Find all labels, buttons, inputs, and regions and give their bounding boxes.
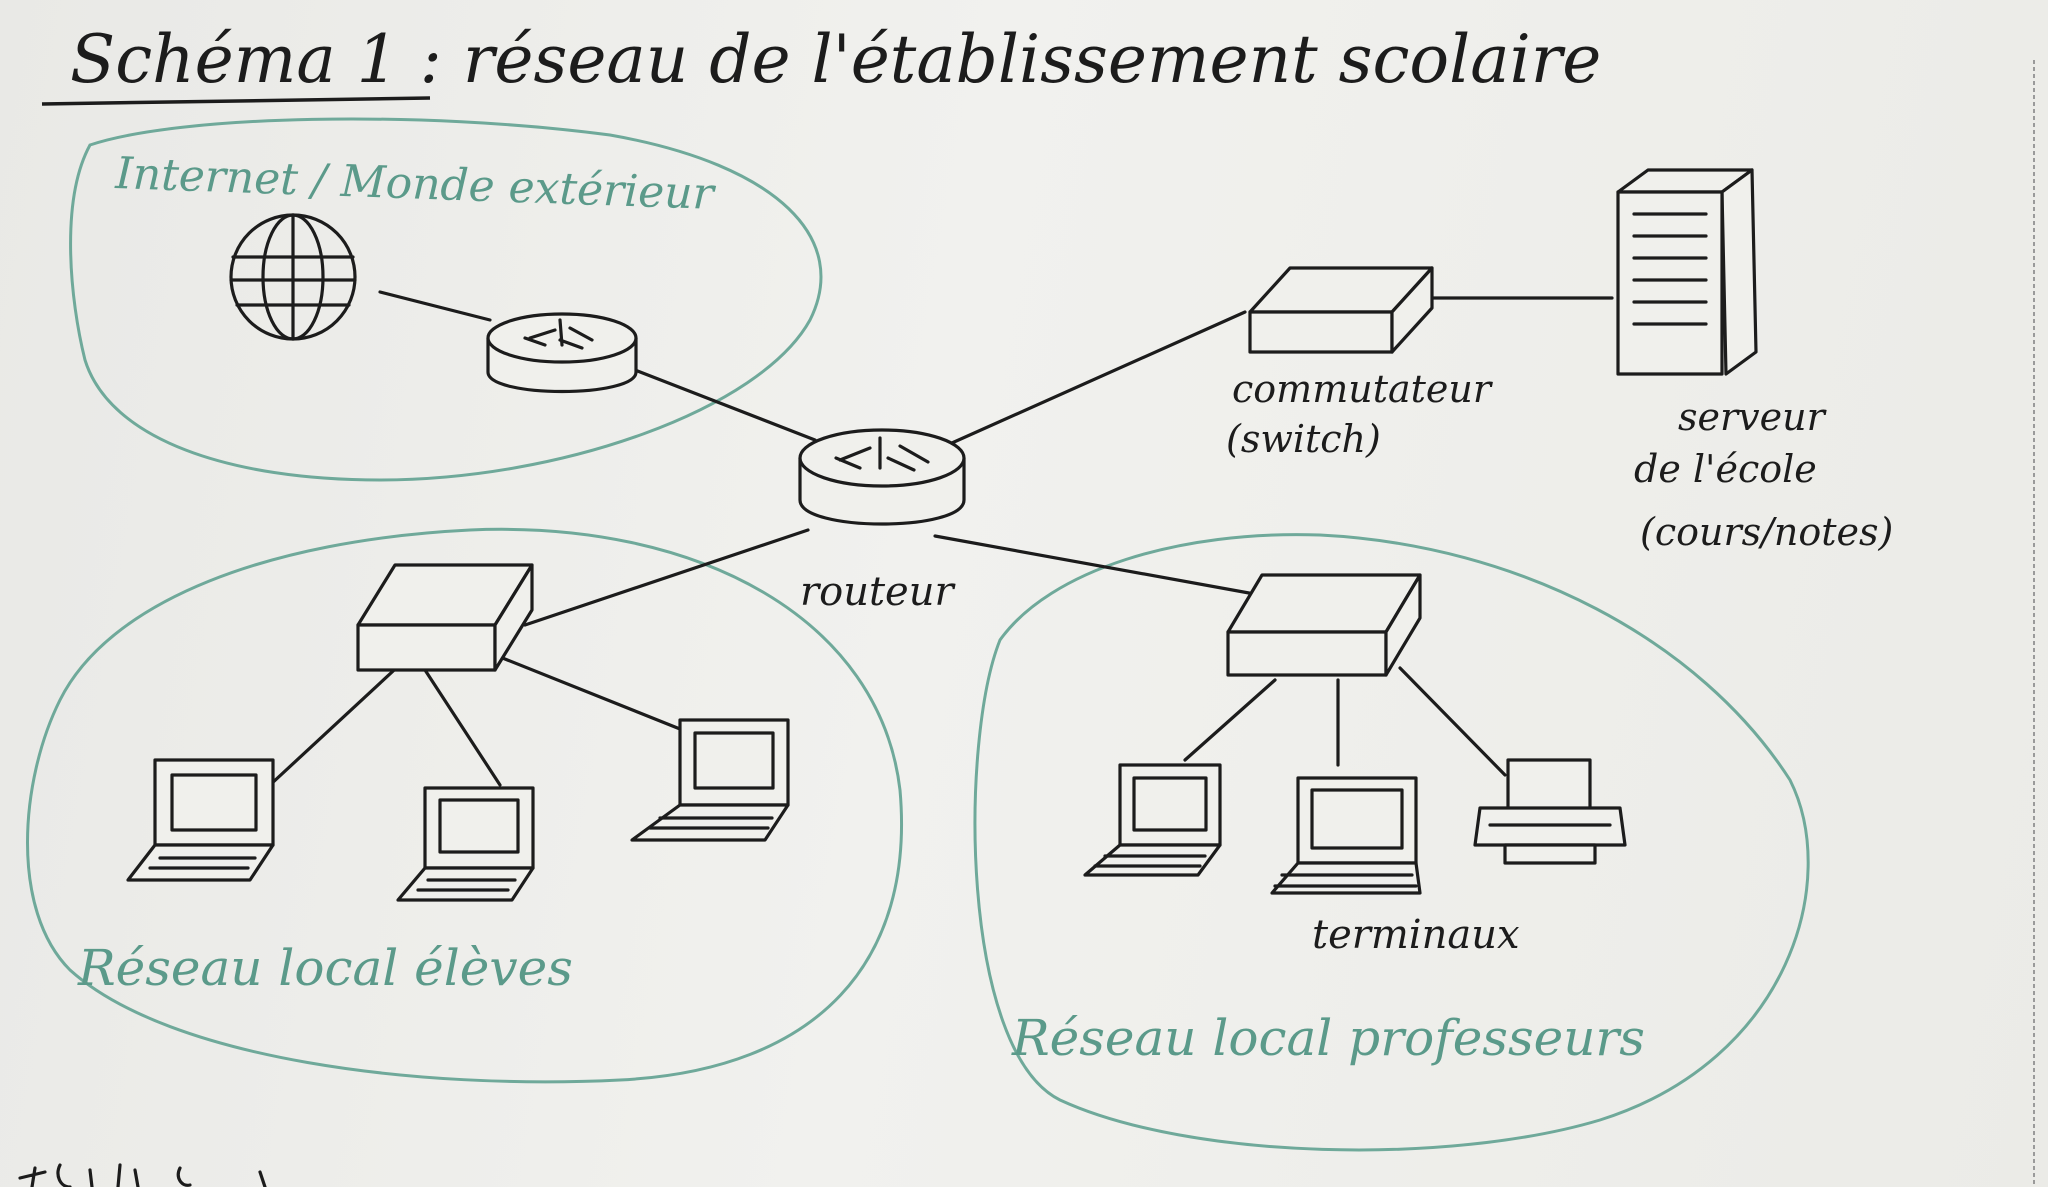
zone-eleves (26, 527, 903, 1084)
internet-router-icon (486, 312, 638, 394)
router-label: routeur (800, 569, 956, 615)
title-underline (41, 96, 431, 106)
zone-professeurs (973, 533, 1810, 1152)
zone-internet-label: Internet / Monde extérieur (114, 148, 718, 220)
switch-label-line2: (switch) (1226, 417, 1381, 461)
students-switch-icon (356, 563, 534, 672)
globe-icon (229, 213, 357, 341)
server-label-line2: de l'école (1634, 447, 1817, 491)
terminals-label: terminaux (1312, 912, 1520, 958)
zone-internet (69, 117, 823, 482)
printer-icon (1473, 758, 1627, 865)
laptop-icon (1083, 763, 1222, 877)
zone-eleves-label: Réseau local élèves (77, 939, 573, 997)
desktop-terminal-icon (1270, 776, 1422, 895)
laptop-icon (396, 786, 535, 902)
central-router-icon (798, 428, 966, 526)
diagram-title: Schéma 1 : réseau de l'établissement sco… (70, 21, 1601, 98)
switch-label-line1: commutateur (1232, 367, 1494, 411)
laptop-icon (630, 718, 790, 842)
server-switch-icon (1248, 266, 1434, 354)
laptop-icon (126, 758, 275, 882)
server-icon (1616, 168, 1758, 376)
teachers-switch-icon (1226, 573, 1422, 677)
zone-professeurs-label: Réseau local professeurs (1011, 1009, 1645, 1067)
connections (268, 290, 1614, 787)
cropped-handwriting-fragment (18, 1163, 267, 1187)
server-label-line1: serveur (1678, 395, 1828, 439)
server-label-line3: (cours/notes) (1640, 510, 1893, 554)
